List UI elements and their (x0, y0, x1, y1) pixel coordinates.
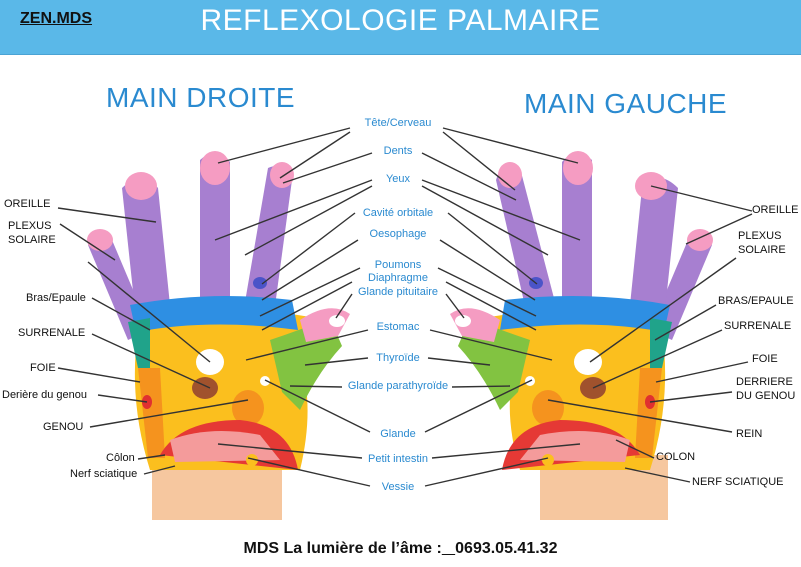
left-label-foie: FOIE (30, 362, 56, 374)
right-label-du-genou: DU GENOU (736, 390, 796, 402)
right-label-rein: REIN (736, 428, 763, 440)
label-diaphragme: Diaphragme (368, 272, 428, 284)
left-label-colon: Côlon (106, 452, 135, 464)
right-label-colon: COLON (656, 451, 696, 463)
right-label-nerf-sciatique: NERF SCIATIQUE (692, 476, 784, 488)
left-label-solaire: SOLAIRE (8, 234, 56, 246)
label-cavite-orbitale: Cavité orbitale (362, 207, 434, 219)
label-glande: Glande (380, 428, 416, 440)
label-glande-parathyroide: Glande parathyroïde (347, 380, 449, 392)
footer-phone[interactable]: 0693.05.41.32 (455, 540, 558, 557)
right-label-oreille: OREILLE (752, 204, 799, 216)
left-label-surrenale: SURRENALE (18, 327, 86, 339)
left-label-nerf-sciatique: Nerf sciatique (70, 468, 138, 480)
leader-lines (57, 127, 753, 487)
right-label-foie: FOIE (752, 353, 778, 365)
right-hand-title: MAIN DROITE (106, 82, 296, 113)
header-bar: ZEN.MDS REFLEXOLOGIE PALMAIRE (0, 0, 801, 55)
left-label-oreille: OREILLE (4, 198, 51, 210)
label-vessie: Vessie (381, 481, 415, 493)
brand-logo[interactable]: ZEN.MDS (20, 10, 92, 27)
right-label-bras-epaule: BRAS/EPAULE (718, 295, 794, 307)
right-label-plexus: PLEXUS (738, 230, 782, 242)
label-thyroide: Thyroïde (376, 352, 420, 364)
label-estomac: Estomac (376, 321, 420, 333)
left-hand-drawing (450, 151, 713, 520)
left-hand-title: MAIN GAUCHE (524, 88, 728, 119)
left-label-genou: GENOU (43, 421, 84, 433)
footer-contact: MDS La lumière de l’âme : 0693.05.41.32 (0, 540, 801, 558)
right-label-solaire: SOLAIRE (738, 244, 786, 256)
label-dents: Dents (383, 145, 413, 157)
left-label-deriere-genou: Derière du genou (2, 389, 88, 401)
footer-text: MDS La lumière de l’âme : (243, 540, 442, 557)
left-label-plexus: PLEXUS (8, 220, 52, 232)
left-label-bras-epaule: Bras/Epaule (26, 292, 86, 304)
right-label-surrenale: SURRENALE (724, 320, 792, 332)
label-oesophage: Oesophage (369, 228, 427, 240)
label-tete-cerveau: Tête/Cerveau (364, 117, 432, 129)
page-title: REFLEXOLOGIE PALMAIRE (200, 4, 601, 37)
label-petit-intestin: Petit intestin (368, 453, 428, 465)
label-yeux: Yeux (385, 173, 411, 185)
right-label-derriere: DERRIERE (736, 376, 793, 388)
label-glande-pituitaire: Glande pituitaire (357, 286, 439, 298)
right-hand-drawing (87, 151, 350, 520)
label-poumons: Poumons (374, 259, 422, 271)
